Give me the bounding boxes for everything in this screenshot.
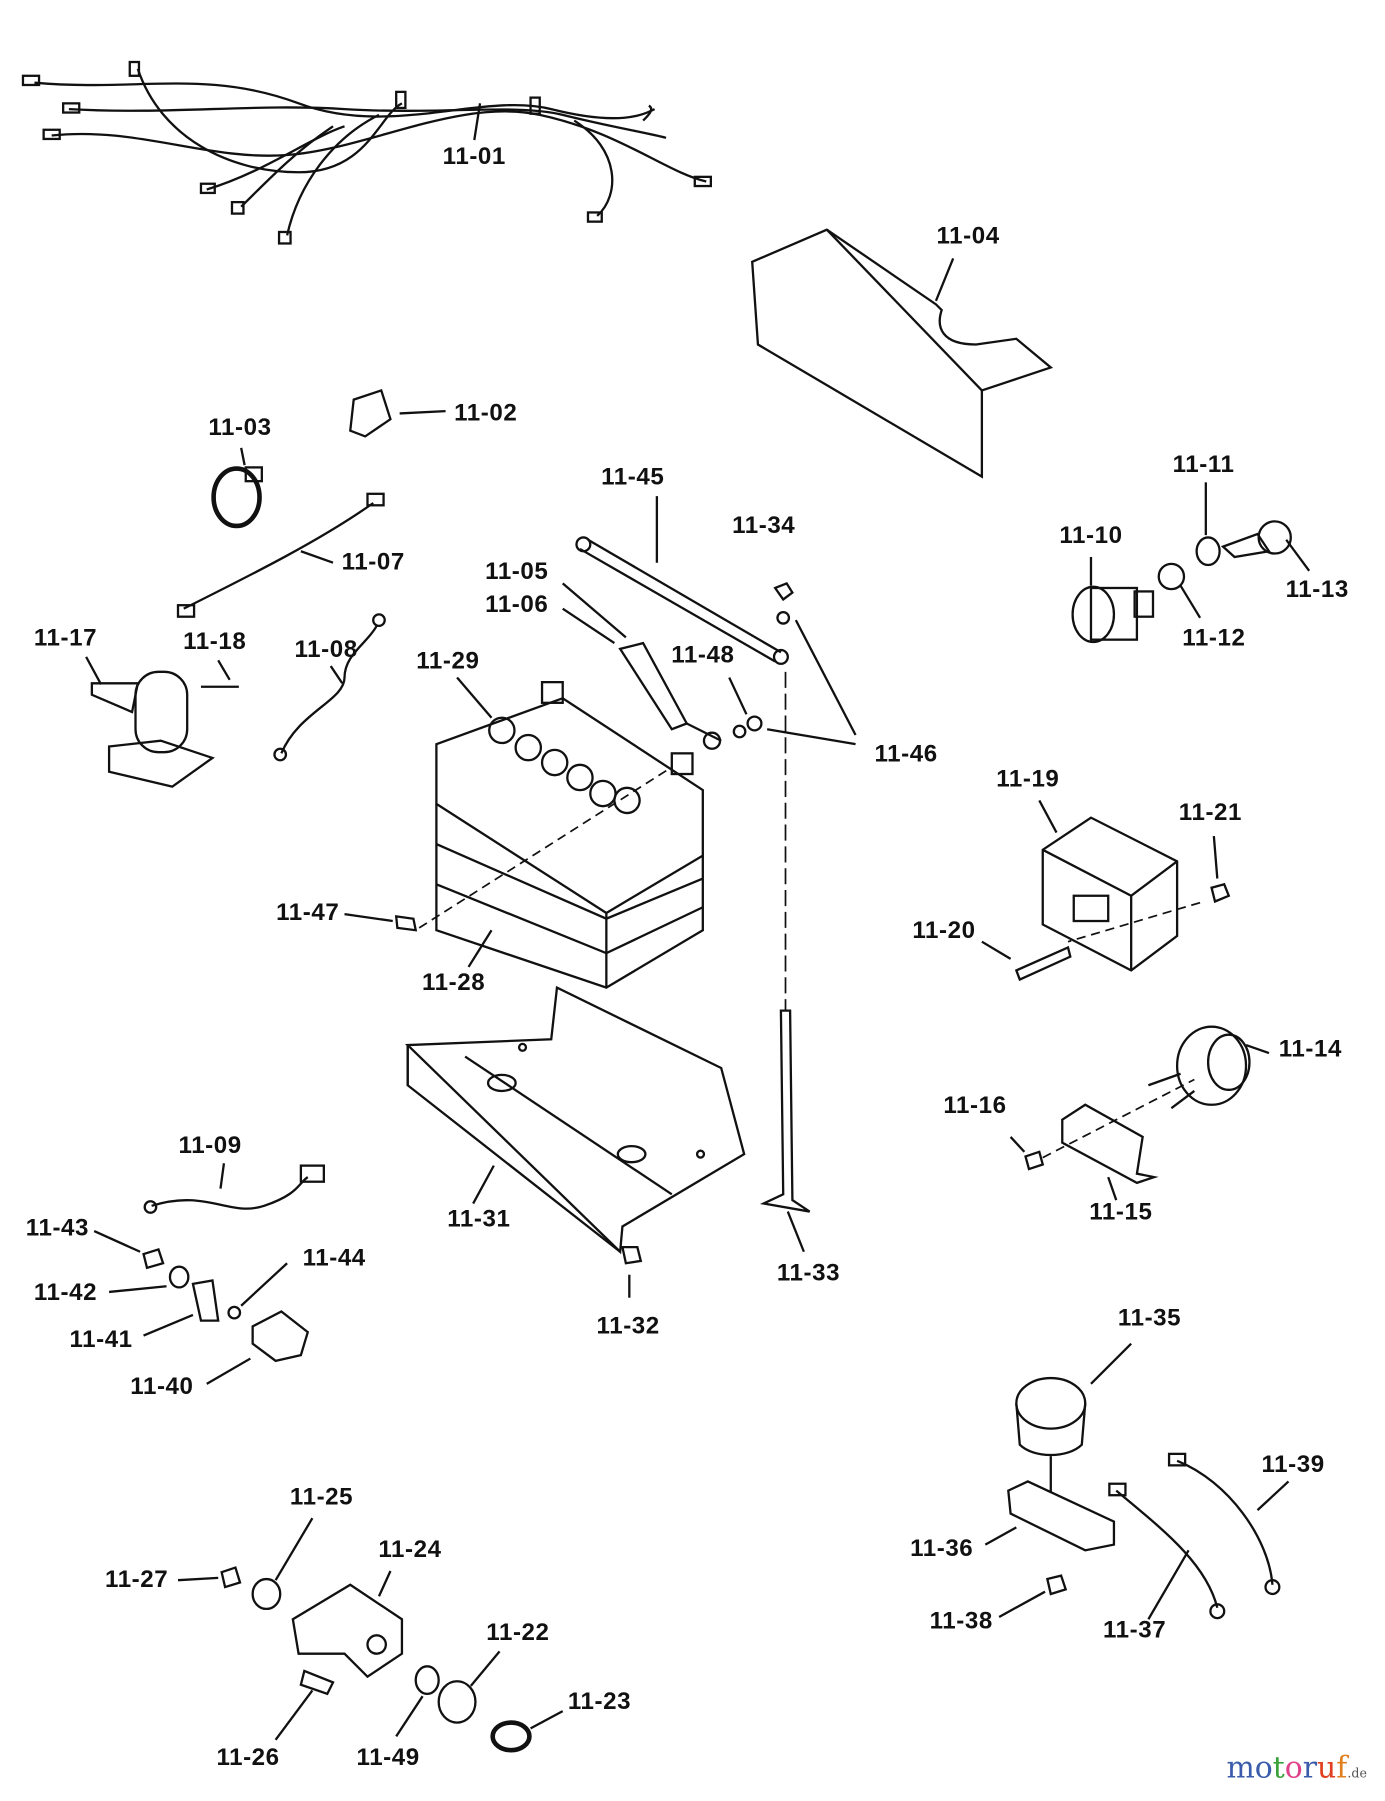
part-label-11-17: 11-17 (33, 624, 98, 652)
battery-part (344, 676, 704, 989)
battery-tray-part (404, 985, 746, 1298)
part-label-11-08: 11-08 (294, 636, 358, 663)
switch-part (93, 1163, 325, 1385)
part-label-11-20: 11-20 (912, 917, 976, 944)
battery-cable-part (561, 582, 763, 750)
part-label-11-48: 11-48 (671, 641, 735, 669)
part-label-11-40: 11-40 (130, 1373, 194, 1400)
part-label-11-49: 11-49 (356, 1744, 420, 1771)
watermark-letter: o (1254, 1751, 1273, 1786)
part-label-11-35: 11-35 (1117, 1304, 1182, 1331)
part-label-11-31: 11-31 (447, 1205, 511, 1233)
watermark-letter: u (1317, 1751, 1337, 1786)
part-label-11-11: 11-11 (1172, 451, 1235, 478)
rectifier-part (981, 799, 1231, 982)
part-label-11-32: 11-32 (596, 1312, 660, 1340)
part-label-11-38: 11-38 (929, 1607, 993, 1635)
part-label-11-07: 11-07 (341, 548, 405, 576)
solenoid-part (85, 656, 239, 788)
part-label-11-19: 11-19 (996, 765, 1060, 793)
gauge-part (1009, 1025, 1270, 1201)
ground-cable-part (176, 492, 385, 618)
part-label-11-14: 11-14 (1278, 1035, 1342, 1063)
sender-bracket-part (177, 1517, 564, 1753)
watermark-letter: r (1302, 1751, 1318, 1786)
cable-11-08-part (273, 613, 386, 762)
part-label-11-01: 11-01 (442, 143, 506, 170)
watermark-letter: m (1226, 1751, 1255, 1786)
part-label-11-23: 11-23 (567, 1688, 632, 1715)
part-label-11-42: 11-42 (33, 1279, 98, 1306)
part-label-11-34: 11-34 (732, 512, 796, 539)
hour-meter-part (984, 1342, 1290, 1620)
part-label-11-29: 11-29 (416, 647, 480, 675)
part-label-11-26: 11-26 (216, 1744, 280, 1771)
part-label-11-12: 11-12 (1182, 624, 1246, 652)
clamp-part (211, 447, 263, 529)
part-label-11-25: 11-25 (289, 1483, 354, 1511)
part-label-11-15: 11-15 (1089, 1198, 1153, 1226)
watermark-logo: motoruf.de (1226, 1751, 1367, 1786)
clip-part (349, 388, 446, 438)
part-label-11-39: 11-39 (1261, 1451, 1325, 1478)
part-label-11-37: 11-37 (1103, 1616, 1167, 1644)
part-label-11-02: 11-02 (454, 399, 518, 427)
watermark-letter: f (1336, 1751, 1348, 1786)
part-label-11-03: 11-03 (208, 414, 272, 441)
part-label-11-18: 11-18 (183, 628, 247, 655)
part-label-11-21: 11-21 (1178, 799, 1243, 826)
part-label-11-41: 11-41 (69, 1326, 133, 1353)
part-label-11-33: 11-33 (776, 1259, 841, 1287)
part-label-11-04: 11-04 (936, 222, 1000, 250)
part-label-11-47: 11-47 (276, 899, 340, 926)
part-label-11-10: 11-10 (1059, 522, 1123, 549)
part-label-11-28: 11-28 (422, 969, 486, 996)
watermark-letter: t (1272, 1751, 1285, 1786)
part-label-11-46: 11-46 (874, 740, 938, 768)
wiring-harness-part (21, 60, 713, 245)
part-label-11-22: 11-22 (486, 1619, 550, 1646)
part-label-11-06: 11-06 (485, 591, 549, 618)
watermark-letter: o (1284, 1751, 1303, 1786)
part-label-11-45: 11-45 (601, 463, 665, 491)
part-label-11-09: 11-09 (178, 1132, 242, 1159)
part-label-11-43: 11-43 (25, 1215, 90, 1242)
ignition-switch-part (1071, 482, 1311, 644)
hold-down-part (575, 496, 857, 1253)
part-label-11-13: 11-13 (1285, 576, 1349, 603)
part-label-11-24: 11-24 (378, 1536, 442, 1563)
part-label-11-16: 11-16 (943, 1092, 1007, 1119)
part-label-11-27: 11-27 (105, 1566, 169, 1593)
part-label-11-44: 11-44 (302, 1244, 366, 1272)
cover-part (750, 228, 1054, 479)
part-label-11-36: 11-36 (910, 1535, 974, 1562)
part-label-11-05: 11-05 (485, 558, 549, 585)
